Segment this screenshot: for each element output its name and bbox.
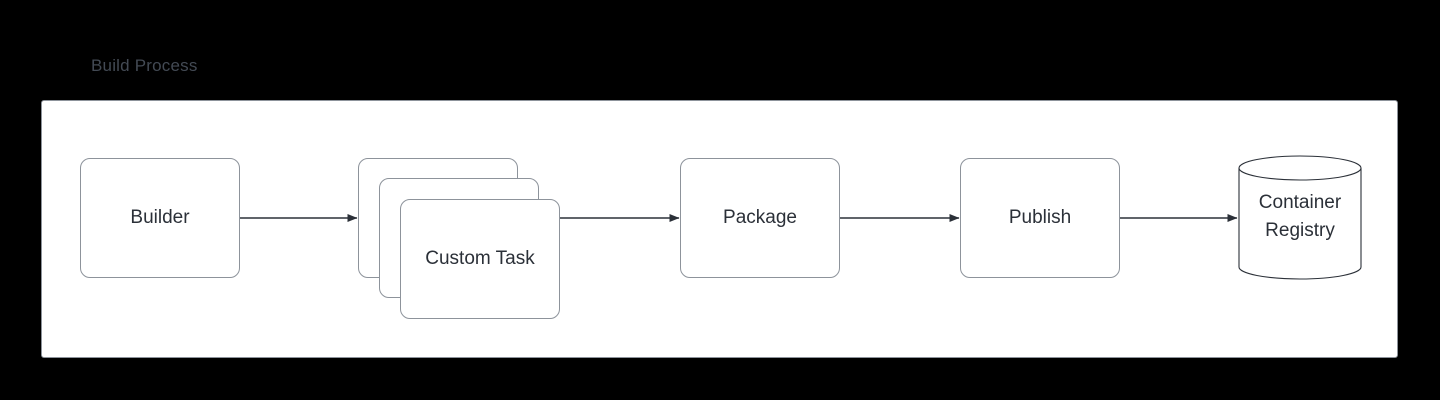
node-package[interactable]: Package [680,158,840,278]
container-registry-label-line2: Registry [1265,220,1335,241]
container-registry-label: Container Registry [1238,189,1362,245]
container-registry-label-line1: Container [1258,192,1342,213]
cylinder-shape [1238,155,1362,280]
node-publish[interactable]: Publish [960,158,1120,278]
custom-task-card-front[interactable]: Custom Task [400,199,560,319]
node-container-registry[interactable]: Container Registry [1238,155,1362,280]
node-builder[interactable]: Builder [80,158,240,278]
page-title: Build Process [91,56,198,75]
node-custom-task-stack[interactable]: Custom Task Custom Task Custom Task [358,158,560,319]
